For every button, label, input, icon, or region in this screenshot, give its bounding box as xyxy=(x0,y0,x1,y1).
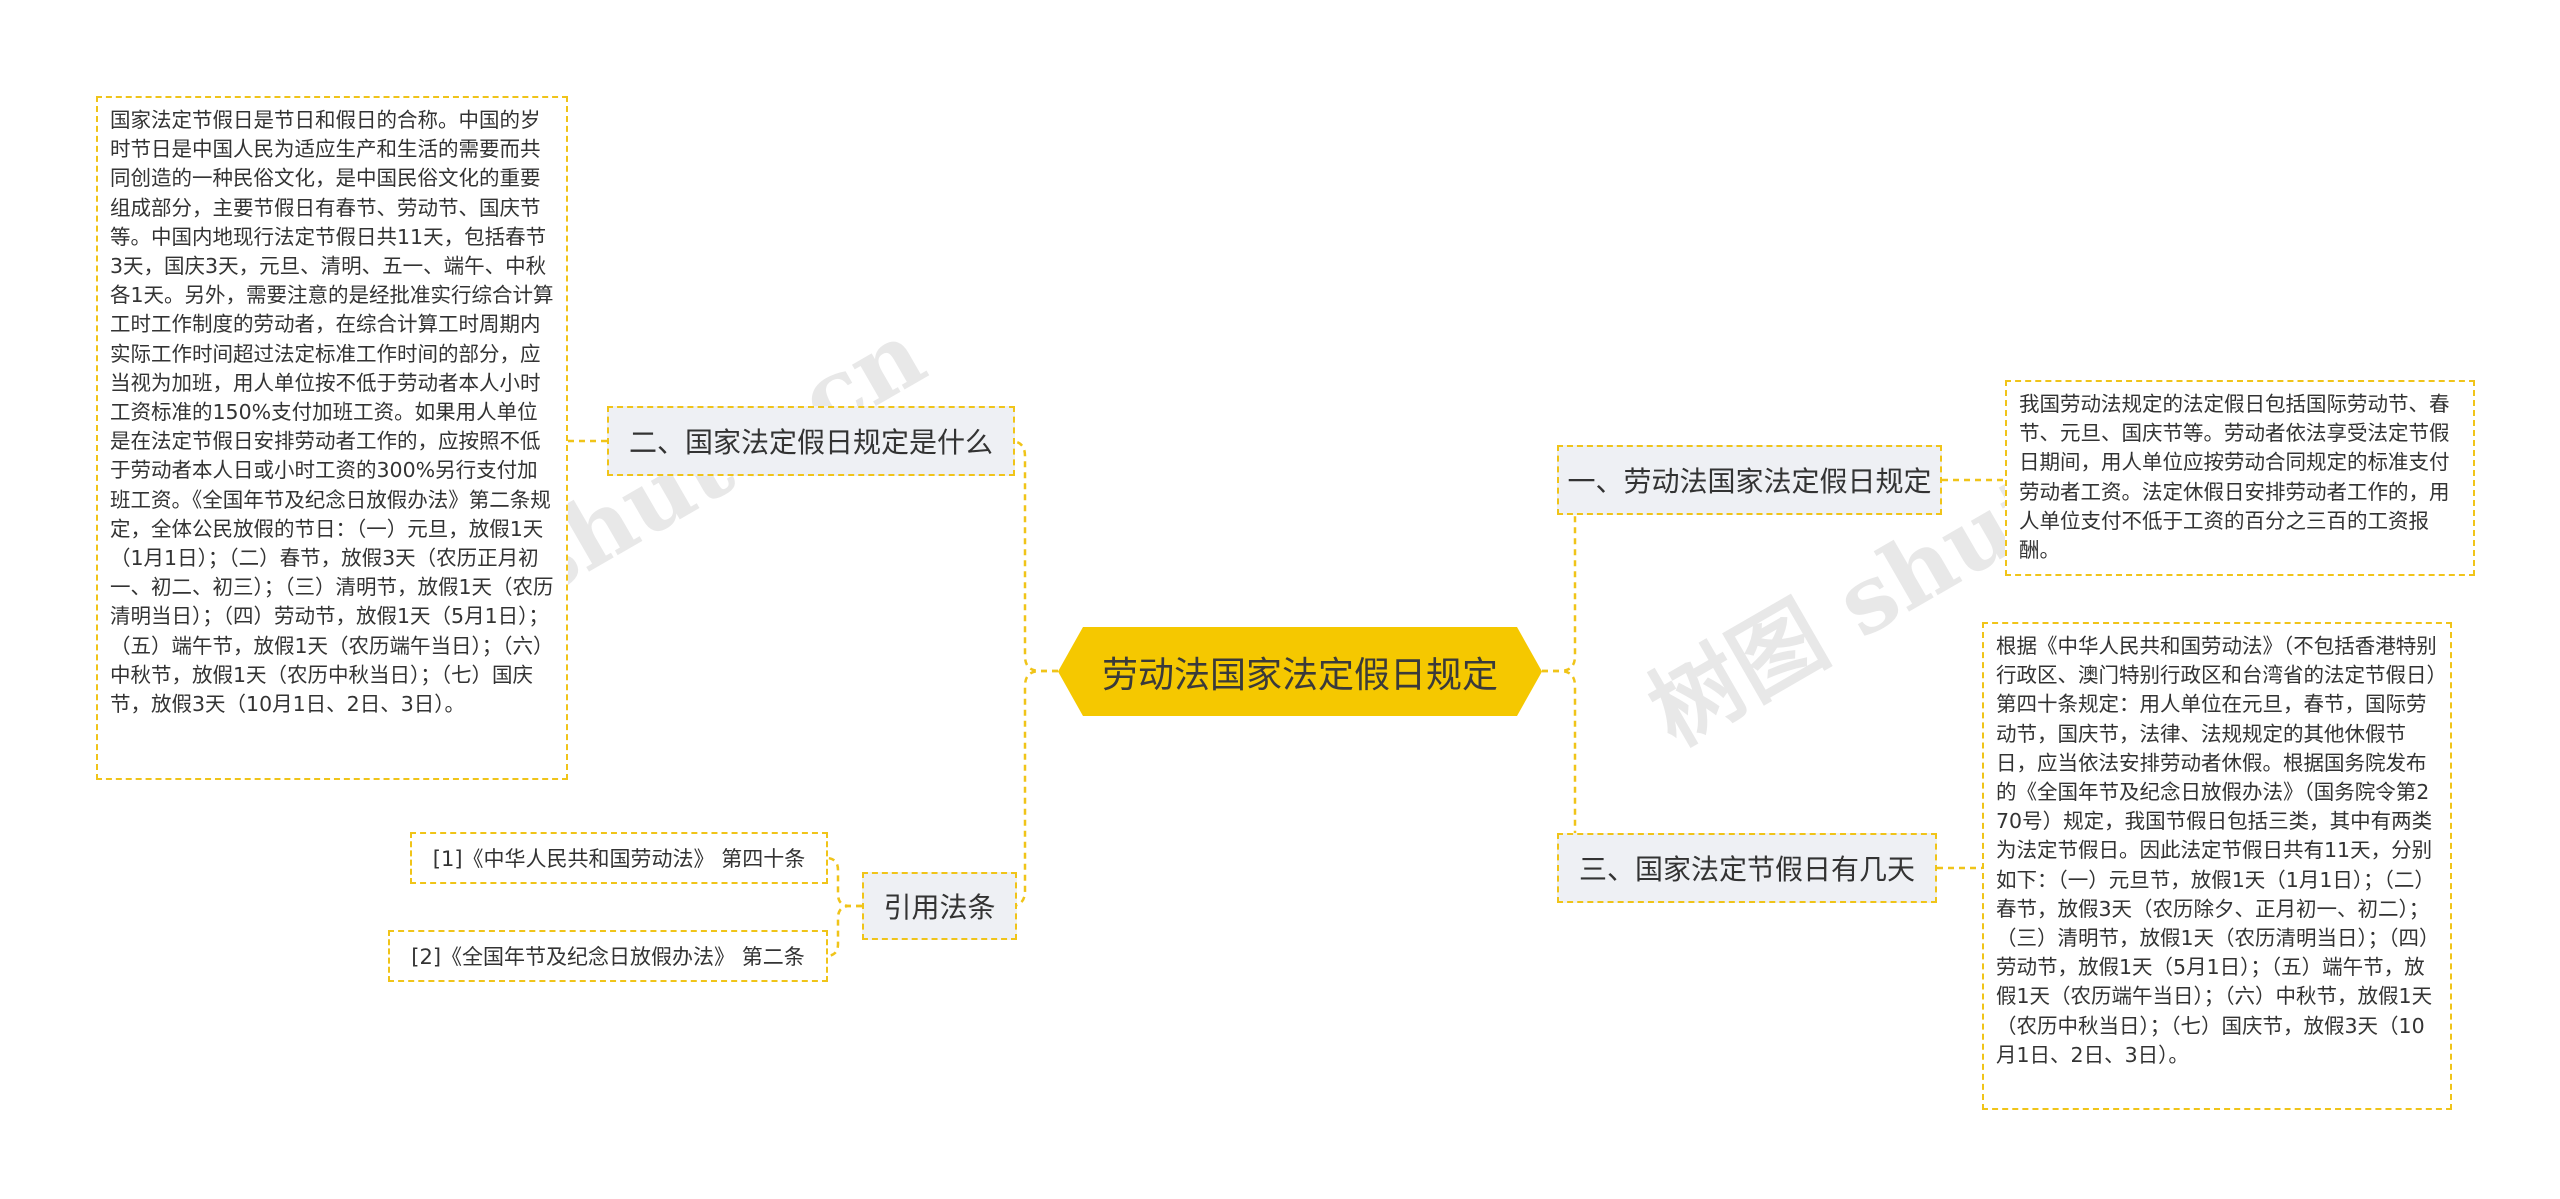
branch-right-1[interactable]: 一、劳动法国家法定假日规定 xyxy=(1557,445,1942,515)
leaf-right-2[interactable]: 根据《中华人民共和国劳动法》（不包括香港特别行政区、澳门特别行政区和台湾省的法定… xyxy=(1982,622,2452,1110)
connector-center-right2 xyxy=(1542,669,1608,870)
branch-left-2-label: 引用法条 xyxy=(883,891,996,924)
leaf-left-1[interactable]: 国家法定节假日是节日和假日的合称。中国的岁时节日是中国人民为适应生产和生活的需要… xyxy=(96,96,568,780)
leaf-right-1-text: 我国劳动法规定的法定假日包括国际劳动节、春节、元旦、国庆节等。劳动者依法享受法定… xyxy=(2019,392,2450,563)
branch-right-2[interactable]: 三、国家法定节假日有几天 xyxy=(1557,833,1937,903)
branch-right-1-label: 一、劳动法国家法定假日规定 xyxy=(1567,465,1932,498)
reference-2[interactable]: [2]《全国年节及纪念日放假办法》 第二条 xyxy=(388,930,828,982)
connector-left2-ref2 xyxy=(816,904,862,958)
central-topic[interactable]: 劳动法国家法定假日规定 xyxy=(1058,627,1542,716)
reference-2-text: [2]《全国年节及纪念日放假办法》 第二条 xyxy=(411,945,805,969)
leaf-left-1-text: 国家法定节假日是节日和假日的合称。中国的岁时节日是中国人民为适应生产和生活的需要… xyxy=(110,108,554,717)
branch-left-2[interactable]: 引用法条 xyxy=(862,872,1017,940)
branch-left-1-label: 二、国家法定假日规定是什么 xyxy=(628,426,993,459)
connector-center-left2 xyxy=(992,669,1058,908)
leaf-right-1[interactable]: 我国劳动法规定的法定假日包括国际劳动节、春节、元旦、国庆节等。劳动者依法享受法定… xyxy=(2005,380,2475,576)
leaf-right-2-text: 根据《中华人民共和国劳动法》（不包括香港特别行政区、澳门特别行政区和台湾省的法定… xyxy=(1996,634,2437,1067)
central-topic-label: 劳动法国家法定假日规定 xyxy=(1101,654,1498,696)
reference-1[interactable]: [1]《中华人民共和国劳动法》 第四十条 xyxy=(410,832,828,884)
branch-right-2-label: 三、国家法定节假日有几天 xyxy=(1578,853,1915,886)
reference-1-text: [1]《中华人民共和国劳动法》 第四十条 xyxy=(432,847,806,871)
branch-left-1[interactable]: 二、国家法定假日规定是什么 xyxy=(607,406,1015,476)
connector-center-left1 xyxy=(992,439,1058,673)
